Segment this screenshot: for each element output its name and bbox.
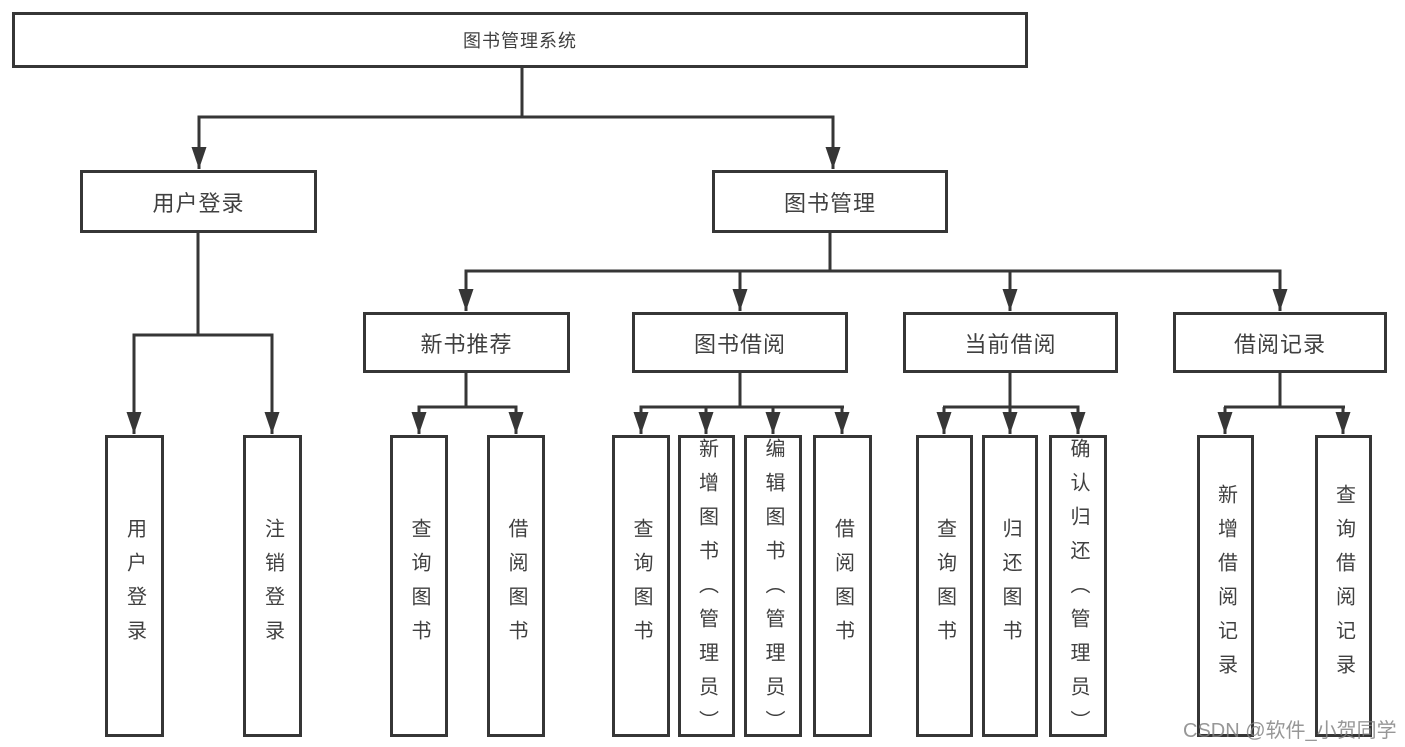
leaf-add-book-admin: 新增图书（管理员） bbox=[678, 435, 735, 744]
node-current-borrow: 当前借阅 bbox=[903, 312, 1118, 373]
leaf-query-book-recommend-label: 查询图书 bbox=[408, 518, 430, 654]
leaf-borrow-book-label: 借阅图书 bbox=[831, 518, 854, 654]
leaf-confirm-return-admin: 确认归还（管理员） bbox=[1049, 435, 1107, 744]
leaf-add-borrow-record: 新增借阅记录 bbox=[1197, 435, 1254, 737]
leaf-add-book-admin-label: 新增图书（管理员） bbox=[695, 438, 718, 744]
leaf-logout-label: 注销登录 bbox=[261, 518, 284, 654]
csdn-watermark: CSDN @软件_小贺同学 bbox=[1183, 720, 1397, 742]
leaf-return-book: 归还图书 bbox=[982, 435, 1038, 737]
leaf-query-book-borrow-label: 查询图书 bbox=[630, 518, 652, 654]
leaf-borrow-book-recommend: 借阅图书 bbox=[487, 435, 545, 737]
node-borrow-records-label: 借阅记录 bbox=[1233, 331, 1326, 357]
leaf-query-book-current-label: 查询图书 bbox=[933, 518, 956, 654]
node-book-borrow-label: 图书借阅 bbox=[693, 331, 786, 357]
leaf-query-book-recommend: 查询图书 bbox=[390, 435, 448, 737]
leaf-borrow-book: 借阅图书 bbox=[813, 435, 872, 737]
node-book-borrow: 图书借阅 bbox=[632, 312, 848, 373]
leaf-borrow-book-recommend-label: 借阅图书 bbox=[505, 518, 527, 654]
leaf-query-book-current: 查询图书 bbox=[916, 435, 973, 737]
node-new-book-recommend: 新书推荐 bbox=[363, 312, 570, 373]
leaf-user-login: 用户登录 bbox=[105, 435, 164, 737]
leaf-edit-book-admin-label: 编辑图书（管理员） bbox=[762, 438, 784, 744]
node-user-login: 用户登录 bbox=[80, 170, 317, 233]
node-new-book-recommend-label: 新书推荐 bbox=[420, 331, 513, 357]
leaf-query-borrow-record-label: 查询借阅记录 bbox=[1332, 484, 1355, 688]
node-current-borrow-label: 当前借阅 bbox=[964, 331, 1057, 357]
node-user-login-label: 用户登录 bbox=[152, 190, 245, 216]
node-book-management: 图书管理 bbox=[712, 170, 948, 233]
leaf-query-book-borrow: 查询图书 bbox=[612, 435, 670, 737]
leaf-query-borrow-record: 查询借阅记录 bbox=[1315, 435, 1372, 737]
leaf-add-borrow-record-label: 新增借阅记录 bbox=[1214, 484, 1237, 688]
leaf-return-book-label: 归还图书 bbox=[999, 518, 1021, 654]
leaf-logout: 注销登录 bbox=[243, 435, 302, 737]
leaf-edit-book-admin: 编辑图书（管理员） bbox=[744, 435, 802, 744]
leaf-confirm-return-admin-label: 确认归还（管理员） bbox=[1067, 438, 1089, 744]
node-book-management-label: 图书管理 bbox=[783, 190, 876, 216]
node-root-system: 图书管理系统 bbox=[12, 12, 1028, 68]
leaf-user-login-label: 用户登录 bbox=[123, 518, 146, 654]
node-borrow-records: 借阅记录 bbox=[1173, 312, 1387, 373]
node-root-label: 图书管理系统 bbox=[463, 31, 577, 51]
tree-edges bbox=[126, 68, 1351, 434]
